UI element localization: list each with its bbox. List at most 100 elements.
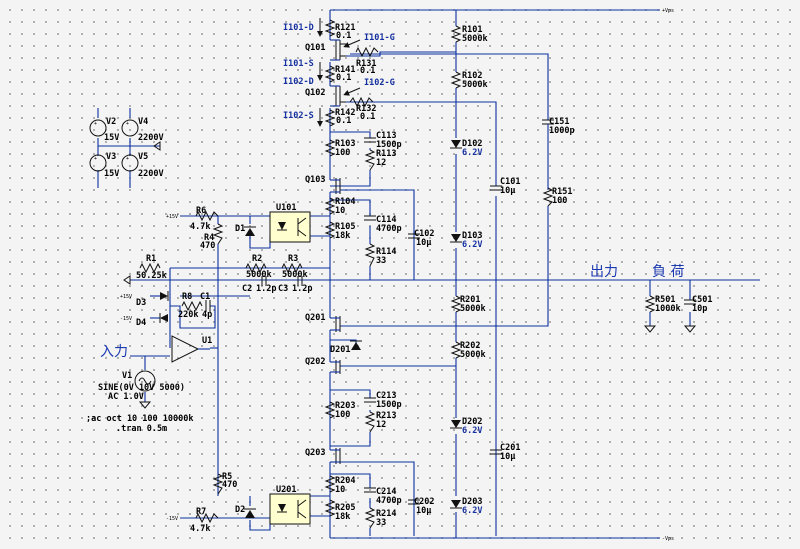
r201-name: R201 <box>460 295 480 305</box>
r3-shape <box>281 262 303 274</box>
c202-value: 10μ <box>416 506 431 516</box>
c213-shape <box>364 397 376 403</box>
v4-shape: + <box>121 119 139 137</box>
svg-text:+: + <box>126 121 129 127</box>
r201-value: 5000k <box>460 304 486 314</box>
r113-value: 12 <box>376 158 386 168</box>
r6-value: 4.7k <box>190 222 210 232</box>
probe-arrows <box>317 18 361 127</box>
probe-i101s: I101-S <box>283 59 314 69</box>
c214-name: C214 <box>376 487 396 497</box>
c113-shape <box>364 137 376 143</box>
r2-name: R2 <box>252 254 262 264</box>
d201-name: D201 <box>330 345 350 355</box>
v5-value: 2200V <box>138 169 164 179</box>
c102-shape <box>408 233 420 239</box>
v4-value: 2200V <box>138 133 164 143</box>
r103-name: R103 <box>335 139 355 149</box>
d3-name: D3 <box>136 298 146 308</box>
v3-name: V3 <box>106 152 116 162</box>
output-label: 出力 <box>590 264 618 280</box>
r121-shape <box>324 19 336 37</box>
c101-name: C101 <box>500 177 520 187</box>
d3-shape <box>160 291 169 301</box>
c2-name: C2 <box>242 284 252 294</box>
v2-shape: + <box>89 119 107 137</box>
rail-labels: +Vps -Vps <box>662 8 674 542</box>
r7-shape <box>195 512 219 524</box>
q103-shape <box>330 178 341 194</box>
r203-value: 100 <box>335 410 350 420</box>
r214-shape <box>364 507 376 529</box>
c214-value: 4700p <box>376 496 402 506</box>
c102-value: 10μ <box>416 238 431 248</box>
d103-shape <box>450 234 462 243</box>
part-labels: R121 0.1 Q101 R131 0.1 R141 0.1 Q102 R13… <box>136 23 712 534</box>
svg-text:+: + <box>94 156 97 162</box>
r121-value: 0.1 <box>336 31 351 41</box>
r8-name: R8 <box>182 292 192 302</box>
c151-shape <box>542 119 554 140</box>
u101-name: U101 <box>276 203 296 213</box>
r102-value: 5000k <box>462 80 488 90</box>
d2-name: D2 <box>235 505 245 515</box>
c1-value: 4p <box>202 310 212 320</box>
r201-shape <box>450 295 462 313</box>
v5-shape: + <box>121 154 139 172</box>
r214-name: R214 <box>376 509 396 519</box>
r4-value: 470 <box>200 241 215 251</box>
c213-name: C213 <box>376 391 396 401</box>
c214-shape <box>364 487 376 493</box>
r121-name: R121 <box>335 23 355 33</box>
v1-ac: AC 1.0V <box>108 392 144 402</box>
r203-shape <box>324 401 336 419</box>
d102-value: 6.2V <box>462 148 482 158</box>
probe-i102d: I102-D <box>283 77 314 87</box>
c114-value: 4700p <box>376 224 402 234</box>
r4-name: R4 <box>204 233 214 243</box>
r142-shape <box>324 109 336 127</box>
u201-name: U201 <box>276 485 296 495</box>
r213-name: R213 <box>376 411 396 421</box>
r5-shape <box>212 473 224 495</box>
r213-value: 12 <box>376 420 386 430</box>
v3-value: 15V <box>104 169 119 179</box>
vplus-label: +Vps <box>662 8 674 14</box>
r202-value: 5000k <box>460 350 486 360</box>
c101-shape <box>490 185 502 191</box>
c151-name: C151 <box>549 117 569 127</box>
q203-shape <box>330 448 341 464</box>
directive-ac: ;ac oct 10 100 10000k <box>86 414 193 424</box>
r214-value: 33 <box>376 518 386 528</box>
r142-value: 0.1 <box>336 116 351 126</box>
r141-name: R141 <box>335 65 355 75</box>
c3-shape <box>297 276 303 286</box>
r213-shape <box>364 411 376 433</box>
c114-shape <box>364 215 376 221</box>
c151-value: 1000p <box>549 126 575 136</box>
c202-name: C202 <box>414 497 434 507</box>
r151-shape <box>542 187 554 207</box>
c201-value: 10μ <box>500 452 515 462</box>
v1-value: SINE(0V 10V 5000) <box>98 383 185 393</box>
probe-i102g: I102-G <box>364 78 395 88</box>
u1-shape <box>171 335 210 363</box>
q101-shape <box>330 39 346 61</box>
c501-shape <box>684 299 696 305</box>
r141-value: 0.1 <box>336 73 351 83</box>
c113-value: 1500p <box>376 140 402 150</box>
r2-value: 5000k <box>246 270 272 280</box>
u101-shape <box>269 211 311 243</box>
net-p15-r6: +15V <box>166 214 178 220</box>
net-labels: +15V +15V -15V -15V <box>120 214 178 522</box>
r203-name: R203 <box>335 401 355 411</box>
d2-shape <box>244 508 256 518</box>
v5-name: V5 <box>138 152 148 162</box>
r501-shape <box>644 295 656 313</box>
r205-name: R205 <box>335 503 355 513</box>
r4-shape <box>212 223 224 245</box>
q201-name: Q201 <box>305 313 325 323</box>
c213-value: 1500p <box>376 400 402 410</box>
probe-i102s: I102-S <box>283 111 314 121</box>
